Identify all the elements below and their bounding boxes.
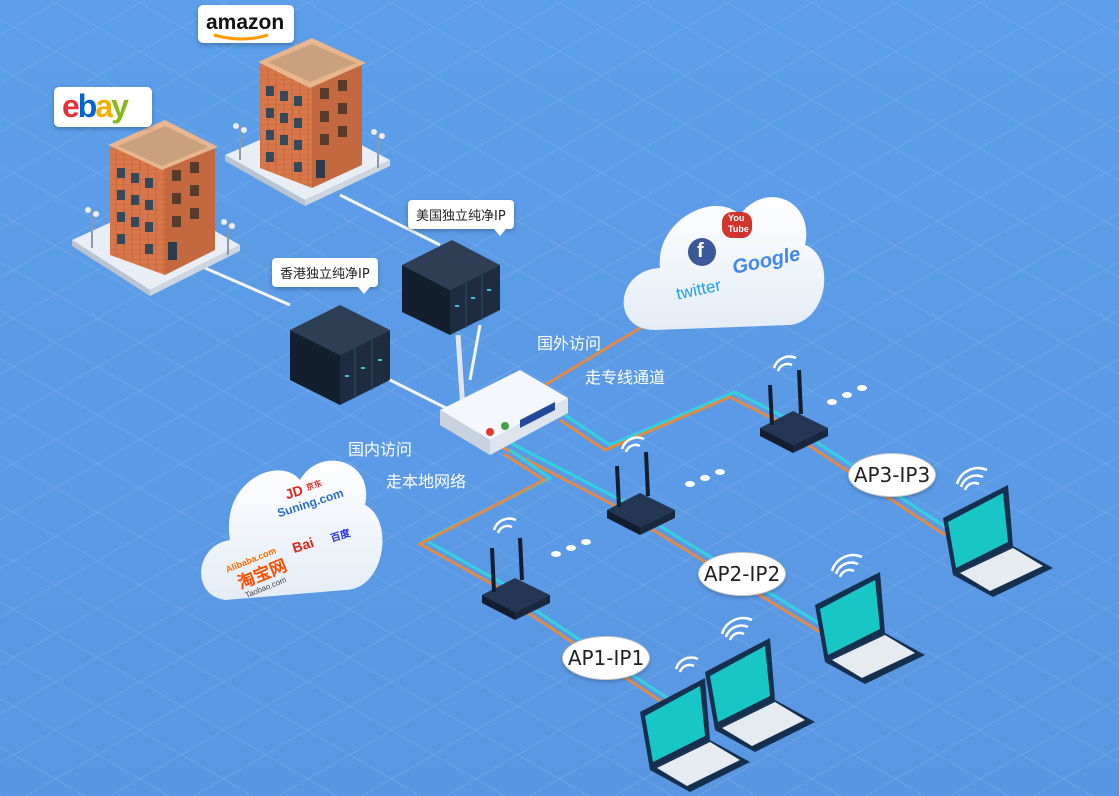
domestic-cloud xyxy=(201,460,383,600)
main-router xyxy=(440,334,568,455)
youtube-logo-top: You xyxy=(728,213,745,223)
cables-white xyxy=(204,193,482,412)
foreign-access-label: 国外访问 xyxy=(537,334,602,353)
us-server-rack xyxy=(402,240,500,335)
wifi-icon xyxy=(492,355,988,673)
ebay-building xyxy=(72,120,240,296)
ebay-logo-card: ebay xyxy=(54,87,152,127)
hk-ip-bubble: 香港独立纯净IP xyxy=(272,258,378,294)
ap1-device xyxy=(482,537,550,620)
youtube-logo-bottom: Tube xyxy=(728,224,749,234)
ap2-device xyxy=(607,451,675,535)
ap3-device xyxy=(760,369,828,453)
domestic-access-label: 国内访问 xyxy=(348,440,413,459)
laptop-ap2 xyxy=(815,572,925,684)
ap2-label: AP2-IP2 xyxy=(698,552,786,596)
ellipsis-dots xyxy=(551,385,867,557)
amazon-logo: amazon xyxy=(206,11,285,34)
laptop-ap1-front xyxy=(640,678,750,792)
foreign-cloud xyxy=(623,197,825,330)
ap1-label: AP1-IP1 xyxy=(562,636,650,680)
facebook-logo: f xyxy=(697,240,704,262)
dedicated-line-label: 走专线通道 xyxy=(585,368,666,387)
local-network-label: 走本地网络 xyxy=(386,472,467,491)
ap3-label: AP3-IP3 xyxy=(848,453,936,497)
laptop-ap1-back xyxy=(705,638,815,752)
ebay-logo: ebay xyxy=(62,88,129,124)
amazon-building xyxy=(225,38,390,206)
laptop-ap3 xyxy=(943,485,1053,597)
amazon-logo-card: amazon xyxy=(198,5,294,43)
cable-foreign xyxy=(539,320,651,390)
us-ip-bubble: 美国独立纯净IP xyxy=(408,200,514,236)
hk-server-rack xyxy=(290,305,390,405)
